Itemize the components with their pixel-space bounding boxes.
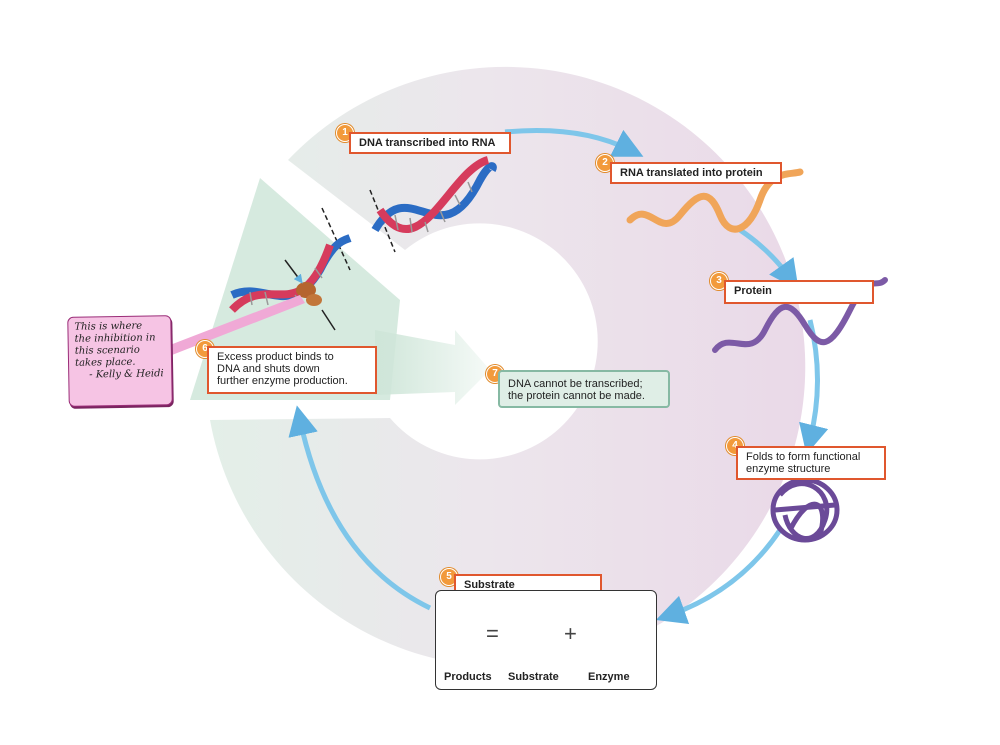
legend-plus: + (564, 621, 577, 646)
note-line-5: - Kelly & Heidi (89, 368, 164, 381)
folded-enzyme (770, 477, 840, 543)
legend-substrate-label: Substrate (508, 671, 559, 683)
dna-helix-top (369, 156, 497, 253)
step-7-line-2: the protein cannot be made. (508, 390, 645, 402)
substrate-legend: = + Products Substrate Enzyme (435, 590, 657, 690)
note-line-2: the inhibition in (74, 332, 156, 345)
arrow-4-to-5 (655, 528, 783, 625)
step-2-label: RNA translated into protein (610, 162, 782, 184)
step-7-label: DNA cannot be transcribed; the protein c… (498, 370, 670, 408)
arrow-5-to-6 (288, 405, 432, 611)
step-6-label: Excess product binds to DNA and shuts do… (207, 346, 377, 394)
step-3-label: Protein (724, 280, 874, 304)
legend-enzyme-label: Enzyme (588, 671, 630, 683)
rna-strand (626, 168, 804, 233)
step-6-line-3: further enzyme production. (217, 375, 348, 387)
arrow-2-to-3 (738, 227, 799, 291)
step-1-label: DNA transcribed into RNA (349, 132, 511, 154)
legend-equals: = (486, 621, 499, 646)
legend-products-label: Products (444, 671, 492, 683)
inhibition-arrow (375, 330, 490, 405)
step-6-line-1: Excess product binds to (217, 351, 334, 363)
step-7-line-1: DNA cannot be transcribed; (508, 378, 643, 390)
annotation-note: This is where the inhibition in this sce… (67, 315, 173, 407)
arrow-1-to-2 (504, 128, 644, 157)
step-6-line-2: DNA and shuts down (217, 363, 320, 375)
step-4-line-1: Folds to form functional (746, 451, 861, 463)
step-4-line-2: enzyme structure (746, 463, 831, 475)
step-4-label: Folds to form functional enzyme structur… (736, 446, 886, 480)
